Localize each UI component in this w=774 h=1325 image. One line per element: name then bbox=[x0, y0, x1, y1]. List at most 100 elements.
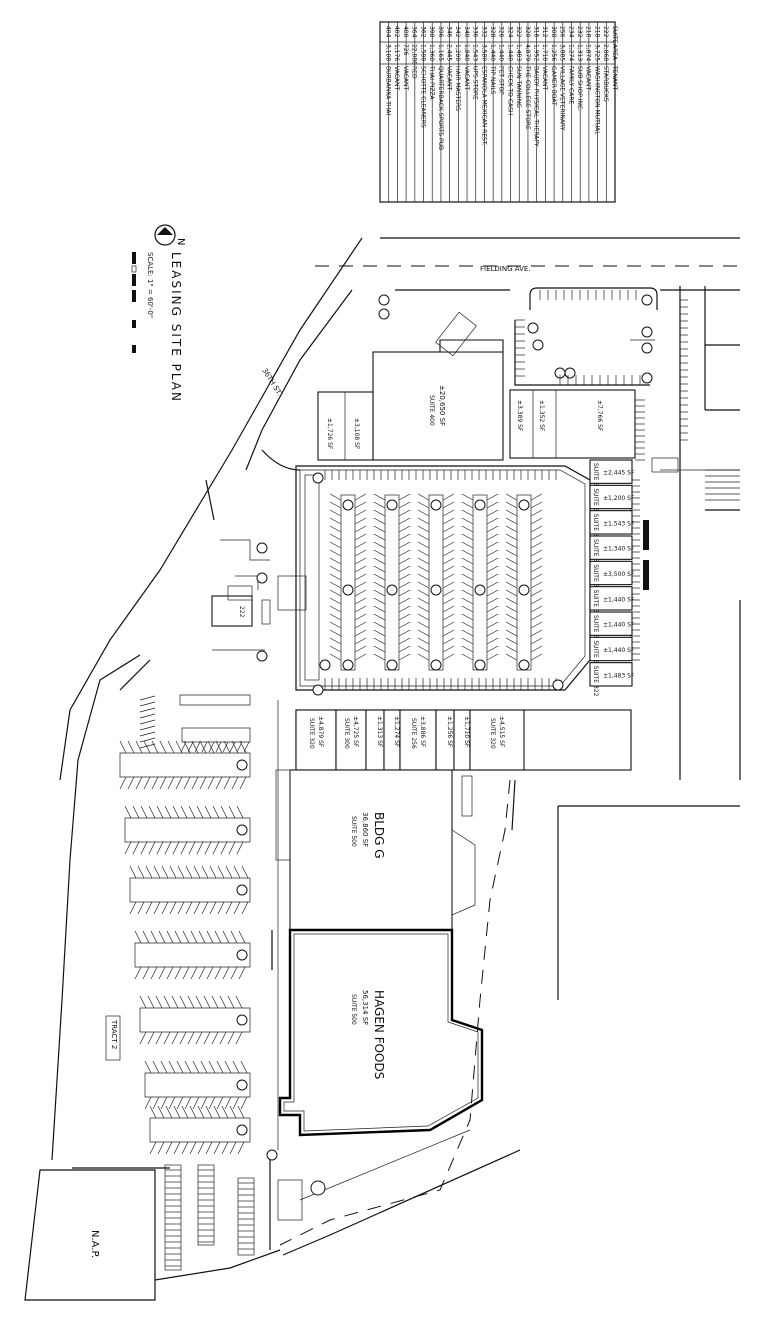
tree bbox=[342, 499, 354, 511]
table-cell: 316 bbox=[532, 26, 539, 38]
table-cell: FAMILY CARE bbox=[567, 66, 574, 105]
east-suite bbox=[589, 586, 633, 611]
nap-parcel: N.A.P. bbox=[24, 1169, 156, 1301]
east-suite-number: SUITE 340 bbox=[592, 539, 599, 570]
building-402 bbox=[317, 391, 374, 461]
table-cell: 4,879 bbox=[524, 44, 531, 61]
table-cell: 328 bbox=[489, 26, 496, 38]
south-east-road bbox=[279, 775, 521, 1256]
east-suite-number: SUITE 324 bbox=[592, 640, 599, 671]
table-cell: 1,710 bbox=[541, 44, 548, 61]
table-cell: 364 bbox=[411, 26, 418, 38]
building-400 bbox=[372, 351, 504, 461]
table-cell: 1,274 bbox=[567, 44, 574, 61]
table-cell: VILLAGE VETERINARY bbox=[559, 66, 566, 131]
south-suite bbox=[469, 709, 525, 771]
table-header: SUITE bbox=[611, 26, 618, 44]
table-cell: 340 bbox=[463, 26, 470, 38]
tree bbox=[386, 499, 398, 511]
tree bbox=[518, 499, 530, 511]
east-suite-area: ±1,340 SF bbox=[603, 546, 635, 553]
b404-area: ±1,726 SF bbox=[326, 418, 333, 450]
east-suite-area: ±1,200 SF bbox=[603, 495, 635, 502]
south-suite-area: ±1,274 SF bbox=[393, 716, 400, 748]
table-cell: 1,200 bbox=[454, 44, 461, 61]
south-suite bbox=[295, 709, 337, 771]
table-cell: VACANT bbox=[541, 66, 548, 91]
b402-area: ±3,108 SF bbox=[353, 418, 360, 450]
south-suite-area: ±4,515 SF bbox=[498, 716, 505, 748]
table-cell: 2,868 bbox=[602, 44, 609, 61]
east-suite-number: SUITE 342 bbox=[592, 488, 599, 519]
hagen-name: HAGEN FOODS bbox=[372, 990, 386, 1079]
tract-label: TRACT 2 bbox=[110, 1019, 118, 1049]
east-suite-area: ±2,445 SF bbox=[603, 470, 635, 477]
table-cell: 222 bbox=[602, 26, 609, 38]
tree bbox=[430, 659, 442, 671]
pad-222-suite: 222 bbox=[238, 606, 245, 618]
table-cell: 1,588 bbox=[419, 44, 426, 61]
south-suite-area: ±1,313 SF bbox=[376, 716, 383, 748]
starbucks-pad: 222 bbox=[211, 539, 307, 662]
table-cell: VACANT bbox=[585, 66, 592, 91]
table-cell: 320 bbox=[524, 26, 531, 38]
table-cell: QUARTERBACK SPORTS PUB bbox=[437, 66, 444, 150]
tree bbox=[430, 584, 442, 596]
south-suite-number: SUITE 256 bbox=[410, 718, 417, 749]
tree bbox=[474, 499, 486, 511]
table-cell: SCHOTTE CLEANERS bbox=[419, 66, 426, 128]
south-suite-number: SUITE 320 bbox=[308, 718, 315, 749]
nap-label: N.A.P. bbox=[89, 1230, 100, 1258]
pair-b-area: ±1,352 SF bbox=[538, 400, 545, 432]
table-cell: 1,543 bbox=[472, 44, 479, 61]
36th-st-label: 36TH ST. bbox=[260, 367, 283, 397]
table-cell: 3,108 bbox=[385, 44, 392, 61]
table-cell: 256 bbox=[559, 26, 566, 38]
south-suite-number: SUITE 320 bbox=[489, 718, 496, 749]
parking-island bbox=[472, 494, 488, 671]
bldg-g-suite: SUITE 500 bbox=[350, 816, 357, 847]
table-cell: HAIR MASTERS bbox=[454, 66, 461, 111]
south-suite-area: ±4,725 SF bbox=[352, 716, 359, 748]
table-cell: 3,580 bbox=[480, 44, 487, 61]
east-suite bbox=[589, 535, 633, 560]
hagen-foods: HAGEN FOODS 56,314 SF SUITE 500 bbox=[278, 928, 484, 1137]
table-cell: 326 bbox=[498, 26, 505, 38]
36th-street: 36TH ST. bbox=[51, 237, 363, 1161]
east-suite bbox=[589, 459, 633, 484]
table-cell: 402 bbox=[393, 26, 400, 38]
table-cell: VACANT bbox=[393, 66, 400, 91]
table-cell: 1,874 bbox=[585, 44, 592, 61]
building-360 bbox=[509, 389, 636, 459]
table-cell: 1,440 bbox=[506, 44, 513, 61]
east-suite bbox=[589, 662, 633, 687]
bldg-g-area: 36,860 SF bbox=[361, 812, 369, 847]
parking-row bbox=[119, 752, 251, 778]
plan-title: LEASING SITE PLAN bbox=[169, 252, 183, 403]
tree bbox=[430, 499, 442, 511]
east-suite-area: ±1,440 SF bbox=[603, 647, 635, 654]
table-cell: 396 bbox=[437, 26, 444, 38]
table-cell: 1,256 bbox=[550, 44, 557, 61]
table-cell: BURBANKA THAI bbox=[385, 66, 392, 116]
table-cell: VACANT bbox=[445, 66, 452, 91]
table-cell: RED bbox=[411, 66, 418, 79]
south-suite-area: ±3,886 SF bbox=[419, 716, 426, 748]
table-cell: 1,360 bbox=[428, 44, 435, 61]
east-suite bbox=[589, 636, 633, 662]
east-suite-number: SUITE 346 bbox=[592, 463, 599, 494]
tenant-table: SUITEAREATENANT2222,868STARBUCKS2183,725… bbox=[379, 21, 618, 203]
tree bbox=[386, 584, 398, 596]
table-cell: 3,885 bbox=[559, 44, 566, 61]
table-cell: 1,313 bbox=[576, 44, 583, 61]
table-cell: UPS STORE bbox=[472, 66, 479, 100]
table-cell: TIP NAILS bbox=[489, 65, 496, 95]
parking-row bbox=[149, 1117, 251, 1143]
east-suite-area: ±1,440 SF bbox=[603, 596, 635, 603]
parking-row bbox=[124, 817, 251, 843]
east-suite-number: SUITE 332 bbox=[592, 564, 599, 595]
table-cell: ESPANOLA MEXICAN REST. bbox=[480, 66, 487, 146]
table-cell: 346 bbox=[445, 26, 452, 38]
table-header: TENANT bbox=[611, 65, 618, 91]
